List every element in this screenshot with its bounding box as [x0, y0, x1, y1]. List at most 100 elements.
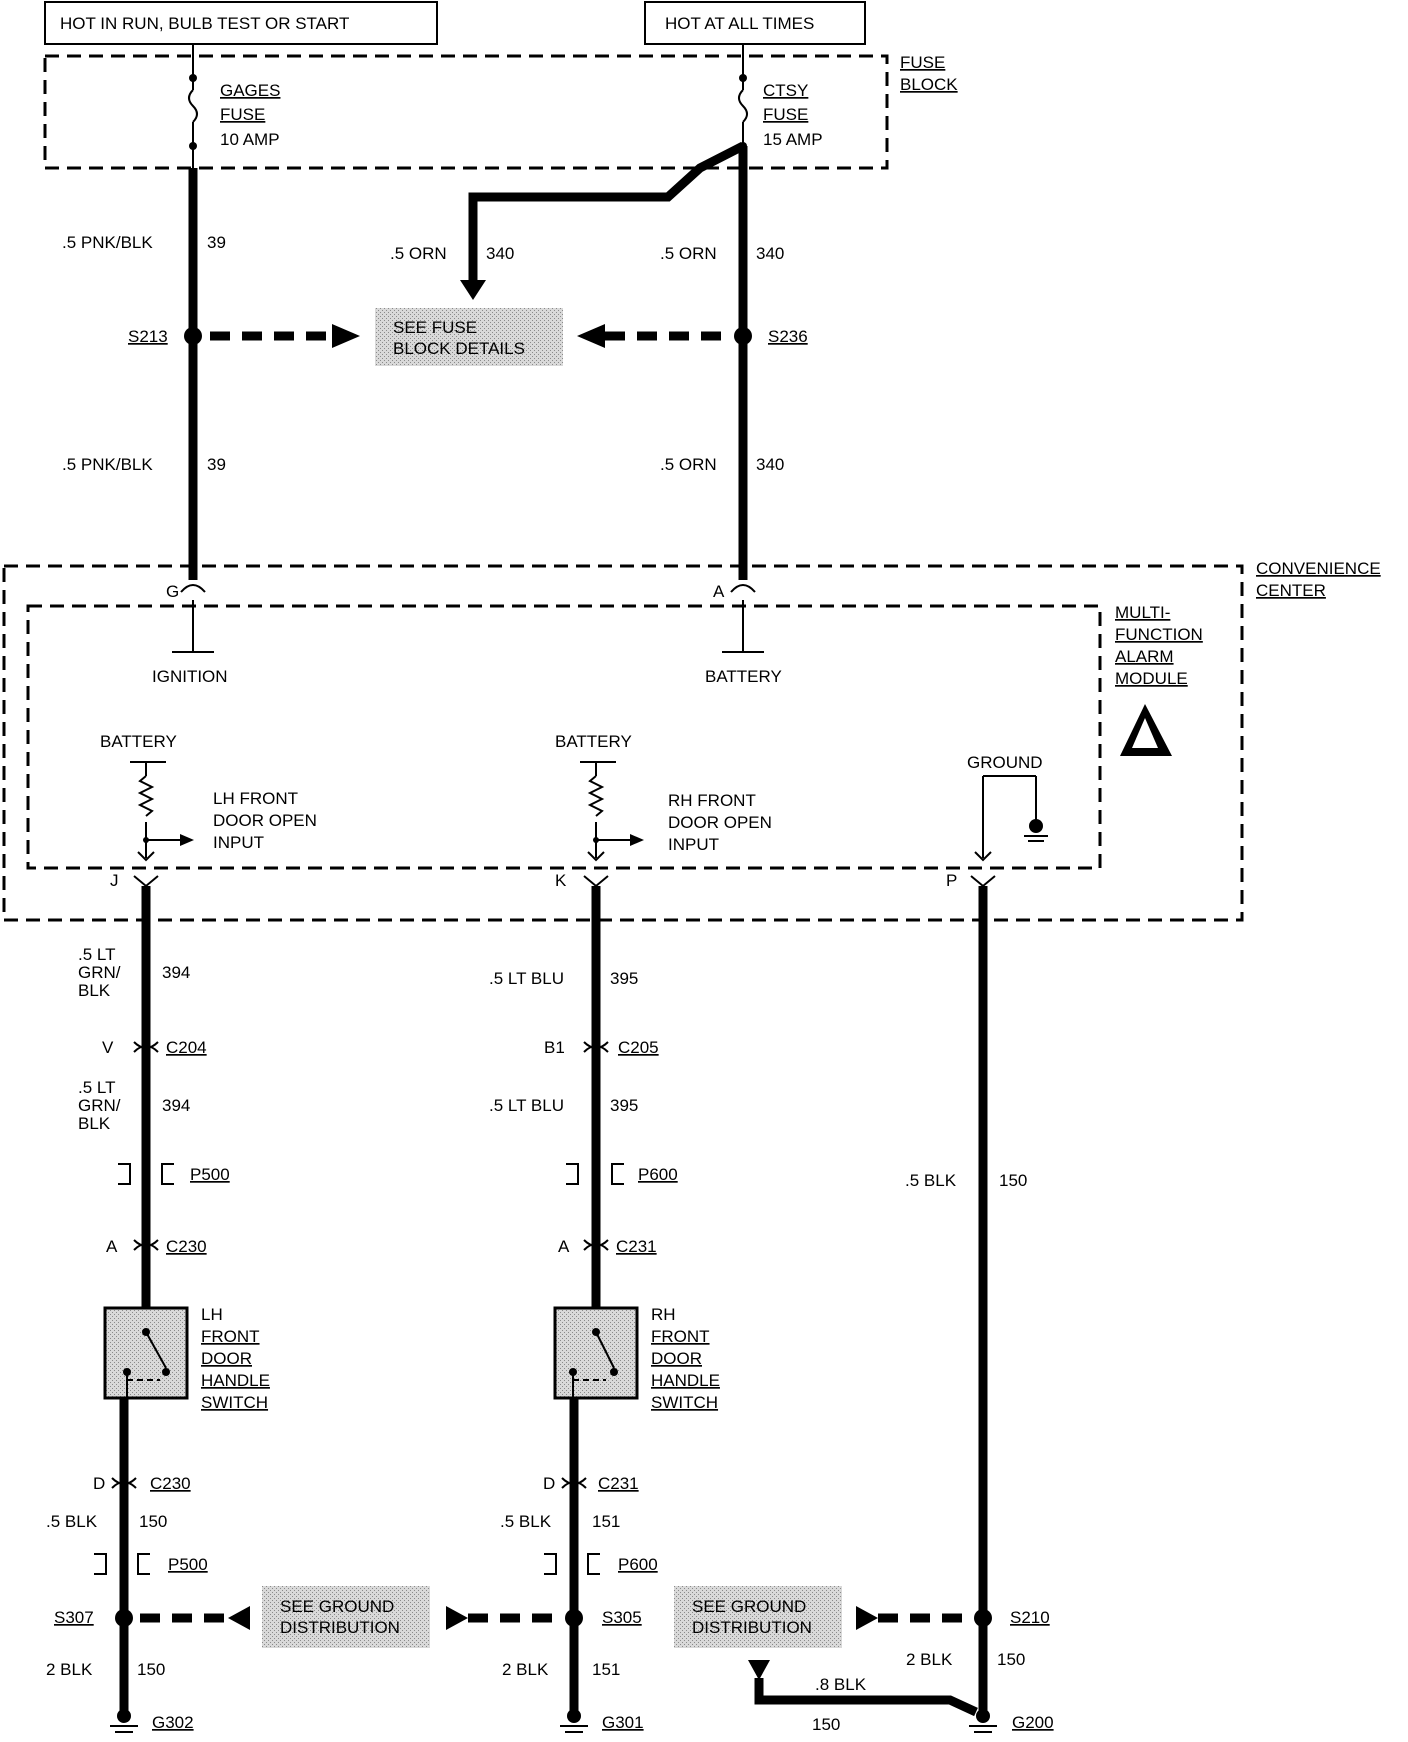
connector-c205: B1 C205 — [544, 1038, 659, 1057]
connector-c204: V C204 — [102, 1038, 207, 1057]
rh-switch-label-1: RH — [651, 1305, 676, 1324]
wire-151-rh: D C231 .5 BLK 151 P600 — [500, 1398, 658, 1712]
splice-s307: S307 2 BLK 150 G302 — [46, 1606, 250, 1733]
connector-c230a: A C230 — [106, 1237, 207, 1256]
wire-394-color-b-3: BLK — [78, 1114, 111, 1133]
battery-top-label: BATTERY — [705, 667, 782, 686]
g200-branch: .8 BLK 150 G200 — [748, 1660, 1054, 1734]
ground-label: GROUND — [967, 753, 1043, 772]
module-label-2: FUNCTION — [1115, 625, 1203, 644]
see-fuse-line-2: BLOCK DETAILS — [393, 339, 525, 358]
lh-input-label-1: LH FRONT — [213, 789, 298, 808]
g302-wire-color: 2 BLK — [46, 1660, 93, 1679]
lh-door-handle-switch: LH FRONT DOOR HANDLE SWITCH — [103, 1305, 270, 1412]
wire-394-color-b-1: .5 LT — [78, 1078, 115, 1097]
gages-fuse-label: GAGES — [220, 81, 280, 100]
g301-wire-color: 2 BLK — [502, 1660, 549, 1679]
lh-input-label-2: DOOR OPEN — [213, 811, 317, 830]
ignition-input: G IGNITION — [152, 582, 228, 686]
rh-switch-label-2: FRONT — [651, 1327, 710, 1346]
alarm-module: MULTI- FUNCTION ALARM MODULE — [26, 603, 1203, 870]
g301-label: G301 — [602, 1713, 644, 1732]
splice-s210-label: S210 — [1010, 1608, 1050, 1627]
power-box-run: HOT IN RUN, BULB TEST OR START — [44, 1, 438, 45]
pin-a-label: A — [713, 582, 725, 601]
wire-150-lh-color: .5 BLK — [46, 1512, 98, 1531]
c205-label: C205 — [618, 1038, 659, 1057]
g301-wire-num: 151 — [592, 1660, 620, 1679]
see-ground-distribution-right[interactable]: SEE GROUND DISTRIBUTION — [674, 1586, 842, 1648]
c231a-pin: A — [558, 1237, 570, 1256]
power-box-always: HOT AT ALL TIMES — [644, 1, 866, 45]
module-label-1: MULTI- — [1115, 603, 1170, 622]
lh-switch-label-3: DOOR — [201, 1349, 252, 1368]
ctsy-fuse-label-2: FUSE — [763, 105, 808, 124]
wire-39-num-a: 39 — [207, 233, 226, 252]
splice-s236-label: S236 — [768, 327, 808, 346]
wire-395-color-a: .5 LT BLU — [489, 969, 564, 988]
wire-394-color-a-1: .5 LT — [78, 945, 115, 964]
rh-input-label-3: INPUT — [668, 835, 719, 854]
connector-p500: P500 — [118, 1163, 230, 1185]
see-fuse-block-details[interactable]: SEE FUSE BLOCK DETAILS — [375, 308, 563, 366]
ignition-label: IGNITION — [152, 667, 228, 686]
wire-340-branch: .5 ORN 340 — [390, 141, 746, 300]
wire-394-color-a-2: GRN/ — [78, 963, 121, 982]
power-always-label: HOT AT ALL TIMES — [665, 14, 814, 33]
splice-s213: S213 — [128, 324, 360, 348]
c204-label: C204 — [166, 1038, 207, 1057]
wire-394-color-b-2: GRN/ — [78, 1096, 121, 1115]
g200b-wire-num: 150 — [812, 1715, 840, 1734]
wire-150-p-color: .5 BLK — [905, 1171, 957, 1190]
wire-150-lh-num: 150 — [139, 1512, 167, 1531]
gages-fuse-rating: 10 AMP — [220, 130, 280, 149]
p600b-label: P600 — [618, 1555, 658, 1574]
rh-door-handle-switch: RH FRONT DOOR HANDLE SWITCH — [553, 1305, 720, 1412]
ground-dist-left-2: DISTRIBUTION — [280, 1618, 400, 1637]
power-run-label: HOT IN RUN, BULB TEST OR START — [60, 14, 349, 33]
rh-resistor-icon — [587, 775, 605, 817]
esd-warning-icon — [1120, 704, 1172, 756]
wire-150-p-num: 150 — [999, 1171, 1027, 1190]
g302-label: G302 — [152, 1713, 194, 1732]
wire-340-color-b: .5 ORN — [660, 244, 717, 263]
fuse-block-label-1: FUSE — [900, 53, 945, 72]
rh-switch-label-3: DOOR — [651, 1349, 702, 1368]
splice-s210: S210 2 BLK 150 — [856, 1606, 1050, 1669]
wire-39-color-a: .5 PNK/BLK — [62, 233, 153, 252]
wire-340-color-a: .5 ORN — [390, 244, 447, 263]
battery-input-top: A BATTERY — [705, 582, 782, 686]
rh-switch-label-5: SWITCH — [651, 1393, 718, 1412]
ground-g200-icon — [969, 1709, 997, 1733]
battery-lh-label: BATTERY — [100, 732, 177, 751]
lh-resistor-icon — [137, 775, 155, 817]
c230a-label: C230 — [166, 1237, 207, 1256]
ground-icon — [1024, 819, 1048, 842]
c231a-label: C231 — [616, 1237, 657, 1256]
wire-394: .5 LT GRN/ BLK 394 .5 LT GRN/ BLK 394 — [78, 875, 190, 1308]
module-label-4: MODULE — [1115, 669, 1188, 688]
wire-151-rh-num: 151 — [592, 1512, 620, 1531]
lh-switch-label-1: LH — [201, 1305, 223, 1324]
p500b-label: P500 — [168, 1555, 208, 1574]
c230a-pin: A — [106, 1237, 118, 1256]
wire-340-num-c: 340 — [756, 455, 784, 474]
wire-395: .5 LT BLU 395 .5 LT BLU 395 — [489, 875, 638, 1308]
lh-switch-label-5: SWITCH — [201, 1393, 268, 1412]
see-ground-distribution-left[interactable]: SEE GROUND DISTRIBUTION — [262, 1586, 430, 1648]
splice-s236: S236 — [577, 324, 808, 348]
c204-pin: V — [102, 1038, 114, 1057]
wire-394-num-b: 394 — [162, 1096, 190, 1115]
g200b-wire-color: .8 BLK — [815, 1675, 867, 1694]
c230d-pin: D — [93, 1474, 105, 1493]
wire-340-num-b: 340 — [756, 244, 784, 263]
splice-s305-label: S305 — [602, 1608, 642, 1627]
wire-150-p: .5 BLK 150 — [905, 875, 1027, 1712]
splice-s213-label: S213 — [128, 327, 168, 346]
pin-k-label: K — [555, 871, 567, 890]
p500-label: P500 — [190, 1165, 230, 1184]
splice-s305: S305 2 BLK 151 G301 — [446, 1606, 644, 1733]
wire-340: .5 ORN 340 .5 ORN 340 — [660, 146, 784, 580]
gages-fuse-label-2: FUSE — [220, 105, 265, 124]
wire-340-num-a: 340 — [486, 244, 514, 263]
